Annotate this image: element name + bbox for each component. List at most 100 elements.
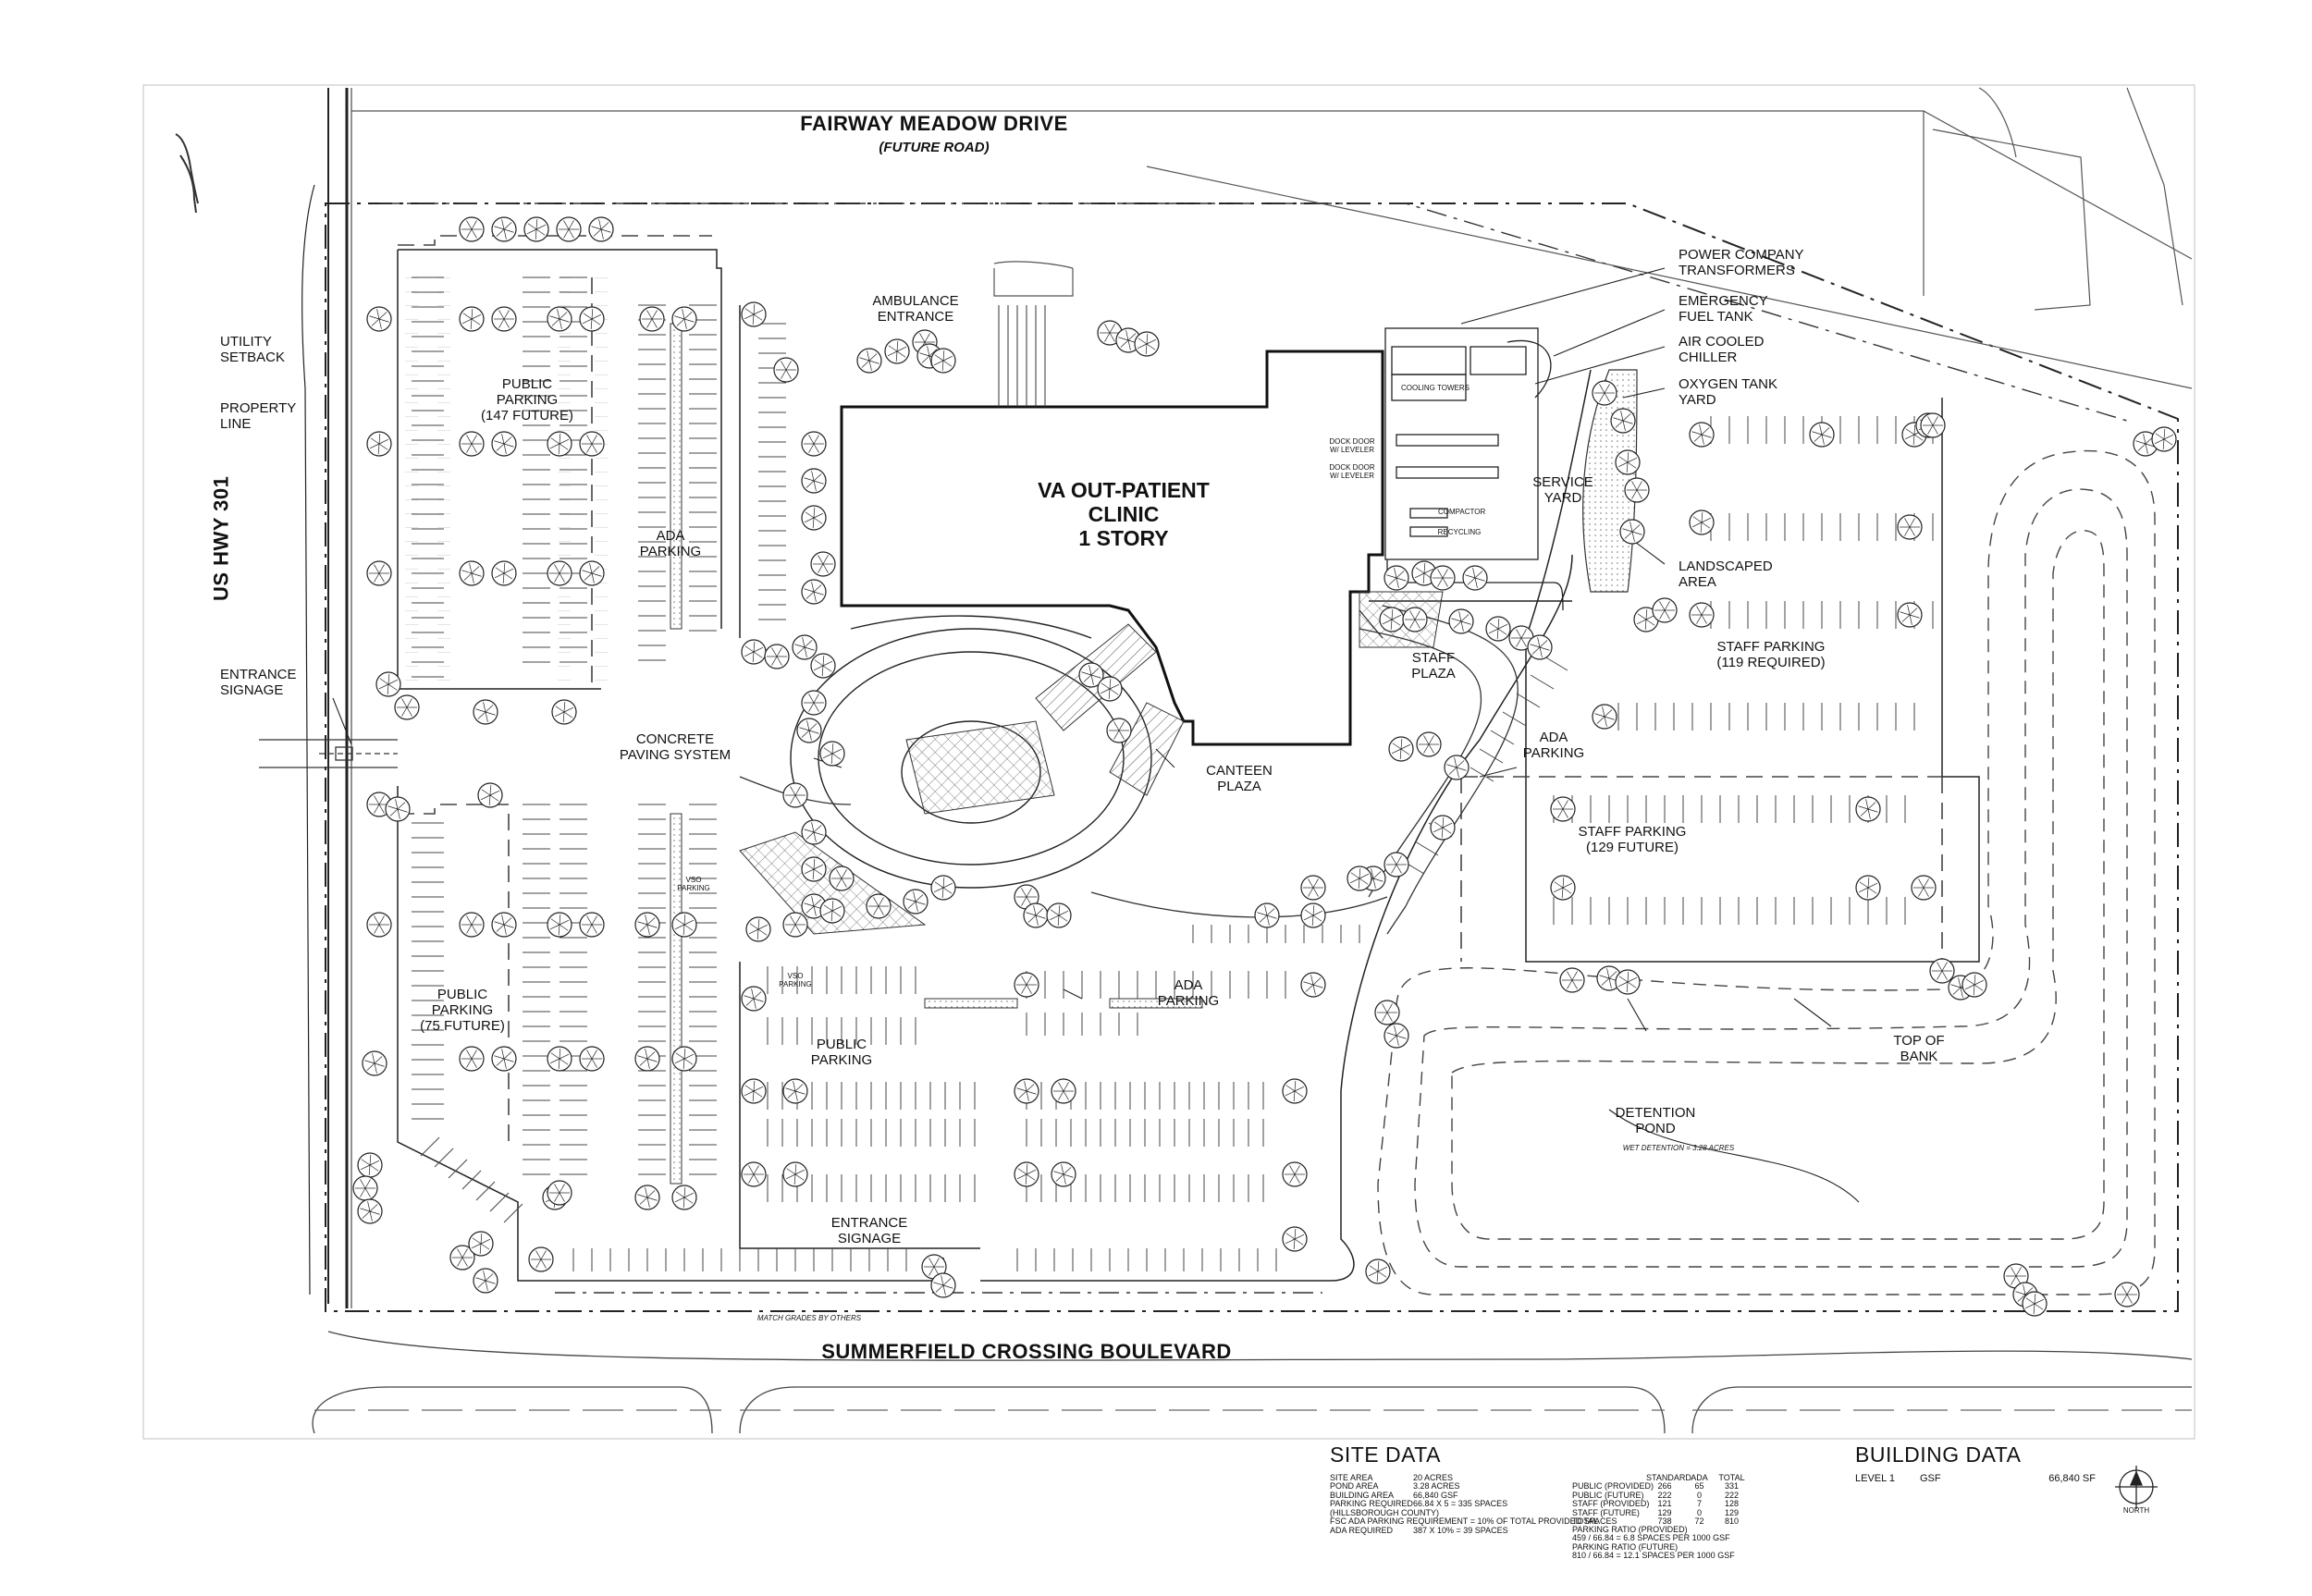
site-data-cell: 222: [1657, 1490, 1672, 1500]
tree-icon: [1078, 662, 1104, 688]
site-data-cell: TOTAL: [1718, 1473, 1745, 1482]
label-concrete-paving: CONCRETE PAVING SYSTEM: [619, 731, 732, 763]
label-recycling: RECYCLING: [1437, 528, 1482, 536]
tree-icon: [1282, 1078, 1308, 1104]
site-data-cell: 129: [1724, 1507, 1740, 1517]
building-name-line2: CLINIC: [1088, 501, 1160, 526]
site-data-cell: 121: [1657, 1499, 1672, 1509]
tree-icon: [819, 741, 845, 767]
label-oxygen-tank-yard: OXYGEN TANK YARD: [1679, 376, 1777, 408]
ambulance-entrance-lines: [998, 305, 1046, 407]
north-road: [351, 87, 2193, 389]
site-data-cell: PUBLIC (FUTURE): [1572, 1490, 1644, 1500]
site-data-cell: 65: [1694, 1481, 1704, 1492]
building-data-level: LEVEL 1: [1855, 1473, 1896, 1484]
site-data-cell: PUBLIC (PROVIDED): [1572, 1481, 1654, 1492]
tree-icon: [1430, 815, 1456, 841]
site-data-cell: 387 X 10% = 39 SPACES: [1413, 1525, 1508, 1535]
label-ada-parking-west: ADA PARKING: [639, 528, 702, 559]
label-dock-door-2: DOCK DOOR W/ LEVELER: [1329, 463, 1375, 480]
building-name-line3: 1 STORY: [1078, 525, 1169, 550]
tree-icon: [556, 216, 582, 242]
tree-icon: [1897, 602, 1923, 628]
tree-icon: [1384, 1023, 1409, 1049]
tree-icon: [1051, 1161, 1076, 1187]
tree-icon: [1689, 509, 1715, 535]
tree-icon: [459, 431, 485, 457]
tree-icon: [930, 348, 956, 374]
label-air-cooled-chiller: AIR COOLED CHILLER: [1679, 334, 1765, 365]
tree-icon: [773, 357, 799, 383]
site-data-cell: 810: [1724, 1516, 1740, 1527]
label-emergency-fuel: EMERGENCY FUEL TANK: [1679, 293, 1768, 325]
tree-icon: [547, 560, 572, 586]
property-line: [325, 203, 2179, 1312]
site-data-cell: 7: [1696, 1499, 1702, 1509]
west-entrance-drive: [259, 739, 398, 768]
tree-icon: [547, 1046, 572, 1072]
tree-icon: [1689, 422, 1715, 448]
tree-icon: [459, 560, 485, 586]
tree-icon: [473, 699, 498, 725]
tree-icon: [819, 898, 845, 924]
tree-icon: [1689, 602, 1715, 628]
label-dock-door-1: DOCK DOOR W/ LEVELER: [1329, 437, 1375, 454]
site-data-ratios: PARKING RATIO (PROVIDED)459 / 66.84 = 6.…: [1572, 1525, 1748, 1561]
site-data-left-row: FSC ADA PARKING REQUIREMENT = 10% OF TOT…: [1330, 1516, 1617, 1526]
tree-icon: [810, 653, 836, 679]
label-top-of-bank: TOP OF BANK: [1893, 1033, 1945, 1064]
tree-icon: [782, 1078, 808, 1104]
south-road: [312, 1331, 2193, 1434]
tree-icon: [1550, 875, 1576, 901]
label-public-parking-center: PUBLIC PARKING: [810, 1037, 873, 1068]
road-label-north-sub: (FUTURE ROAD): [879, 140, 990, 155]
label-landscaped-area: LANDSCAPED AREA: [1679, 559, 1773, 590]
tree-icon: [801, 856, 827, 882]
tree-icon: [1416, 731, 1442, 757]
tree-icon: [523, 216, 549, 242]
label-entrance-signage-south: ENTRANCE SIGNAGE: [830, 1215, 908, 1246]
site-data-cell: 266: [1657, 1481, 1672, 1492]
tree-icon: [741, 1161, 767, 1187]
tree-icon: [782, 782, 808, 808]
tree-icon: [579, 431, 605, 457]
tree-icon: [1014, 1161, 1039, 1187]
label-property-line: PROPERTY LINE: [220, 400, 297, 432]
road-label-north: FAIRWAY MEADOW DRIVE: [800, 112, 1068, 135]
tree-icon: [1610, 408, 1636, 434]
label-service-yard: SERVICE YARD: [1532, 474, 1593, 506]
site-data-ratio-line: PARKING RATIO (PROVIDED): [1572, 1525, 1688, 1534]
tree-icon: [459, 306, 485, 332]
tree-icon: [1619, 519, 1645, 545]
tree-icon: [1615, 969, 1641, 995]
tree-icon: [1384, 565, 1409, 591]
tree-icon: [1962, 972, 1987, 998]
tree-icon: [2114, 1282, 2140, 1307]
tree-icon: [1402, 607, 1428, 632]
label-ada-parking-east: ADA PARKING: [1522, 730, 1585, 761]
tree-icon: [801, 579, 827, 605]
tree-icon: [1592, 380, 1617, 406]
sheet-border: [142, 84, 2195, 1440]
tree-icon: [866, 893, 892, 919]
tree-icon: [1920, 412, 1946, 438]
tree-icon: [1652, 597, 1678, 623]
tree-icon: [829, 866, 855, 891]
tree-icon: [1134, 331, 1160, 357]
tree-icon: [1448, 608, 1474, 634]
tree-icon: [1592, 704, 1617, 730]
tree-icon: [2003, 1263, 2029, 1289]
tree-icon: [473, 1268, 498, 1294]
tree-icon: [375, 671, 401, 697]
tree-icon: [459, 1046, 485, 1072]
site-data-cell: 0: [1696, 1490, 1702, 1500]
tree-icon: [1023, 902, 1049, 928]
tree-icon: [1462, 565, 1488, 591]
tree-icon: [764, 644, 790, 669]
